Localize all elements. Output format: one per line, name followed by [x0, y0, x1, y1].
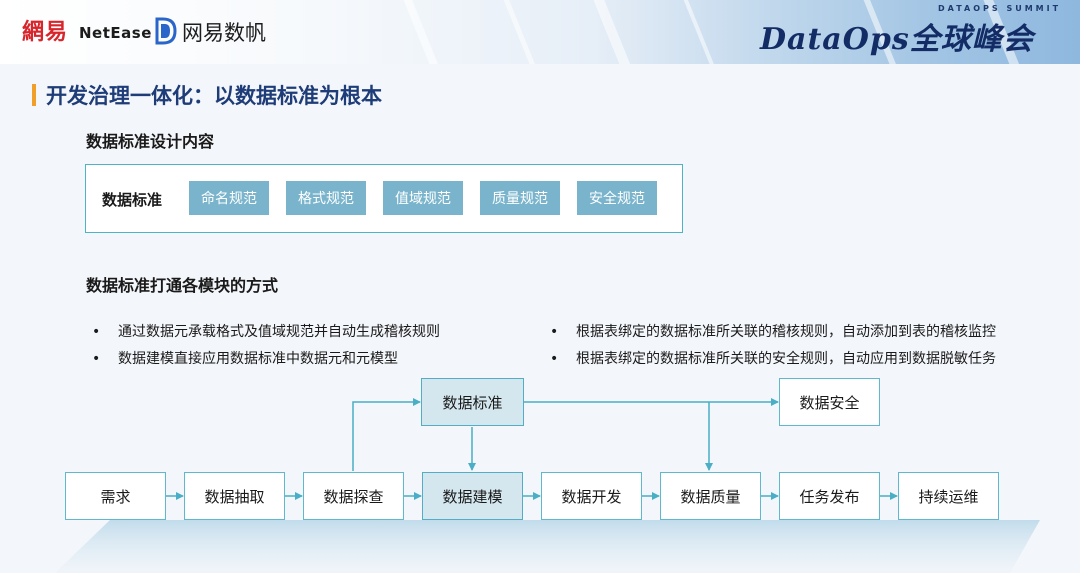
node-task-release: 任务发布 [779, 472, 880, 520]
netease-logo-cn: 網易 [22, 20, 69, 45]
summit-subtitle: DATAOPS SUMMIT [938, 4, 1062, 13]
floor-shadow [55, 520, 1040, 573]
node-data-explore: 数据探查 [303, 472, 404, 520]
section-title-integration: 数据标准打通各模块的方式 [86, 276, 279, 295]
bullet-dot: • [92, 351, 101, 367]
node-data-quality: 数据质量 [660, 472, 761, 520]
bullet-text: 数据建模直接应用数据标准中数据元和元模型 [118, 351, 398, 367]
chip-domain: 值域规范 [383, 181, 463, 215]
bullet-text: 根据表绑定的数据标准所关联的稽核规则，自动添加到表的稽核监控 [576, 324, 996, 340]
bullet-dot: • [550, 324, 559, 340]
bullet-dot: • [92, 324, 101, 340]
bullet-right-2: • 根据表绑定的数据标准所关联的安全规则，自动应用到数据脱敏任务 [550, 348, 996, 368]
bullet-text: 通过数据元承载格式及值域规范并自动生成稽核规则 [118, 324, 440, 340]
node-continuous-ops: 持续运维 [898, 472, 999, 520]
netease-logo-en: NetEase [79, 24, 152, 42]
page-title: 开发治理一体化：以数据标准为根本 [46, 84, 382, 108]
title-accent-bar [32, 84, 36, 106]
header-banner: 網易 NetEase 网易数帆 DATAOPS SUMMIT DataOps全球… [0, 0, 1080, 64]
brand-name: 网易数帆 [182, 21, 266, 45]
bullet-left-1: • 通过数据元承载格式及值域规范并自动生成稽核规则 [92, 321, 440, 341]
bullet-right-1: • 根据表绑定的数据标准所关联的稽核规则，自动添加到表的稽核监控 [550, 321, 996, 341]
node-data-extract: 数据抽取 [184, 472, 285, 520]
node-data-security: 数据安全 [779, 378, 880, 426]
chip-format: 格式规范 [286, 181, 366, 215]
chip-naming: 命名规范 [189, 181, 269, 215]
node-data-dev: 数据开发 [541, 472, 642, 520]
arrow-explore-standard [352, 398, 421, 471]
chip-quality: 质量规范 [480, 181, 560, 215]
chip-security: 安全规范 [577, 181, 657, 215]
bullet-dot: • [550, 351, 559, 367]
node-requirement: 需求 [65, 472, 166, 520]
summit-title: DataOps全球峰会 [760, 22, 1034, 57]
section-title-design: 数据标准设计内容 [86, 132, 215, 151]
node-data-standard: 数据标准 [421, 378, 524, 426]
bullet-text: 根据表绑定的数据标准所关联的安全规则，自动应用到数据脱敏任务 [576, 351, 996, 367]
standard-label: 数据标准 [102, 191, 163, 209]
node-data-modeling: 数据建模 [422, 472, 523, 520]
bullet-left-2: • 数据建模直接应用数据标准中数据元和元模型 [92, 348, 398, 368]
shufan-logo-icon [155, 17, 177, 45]
